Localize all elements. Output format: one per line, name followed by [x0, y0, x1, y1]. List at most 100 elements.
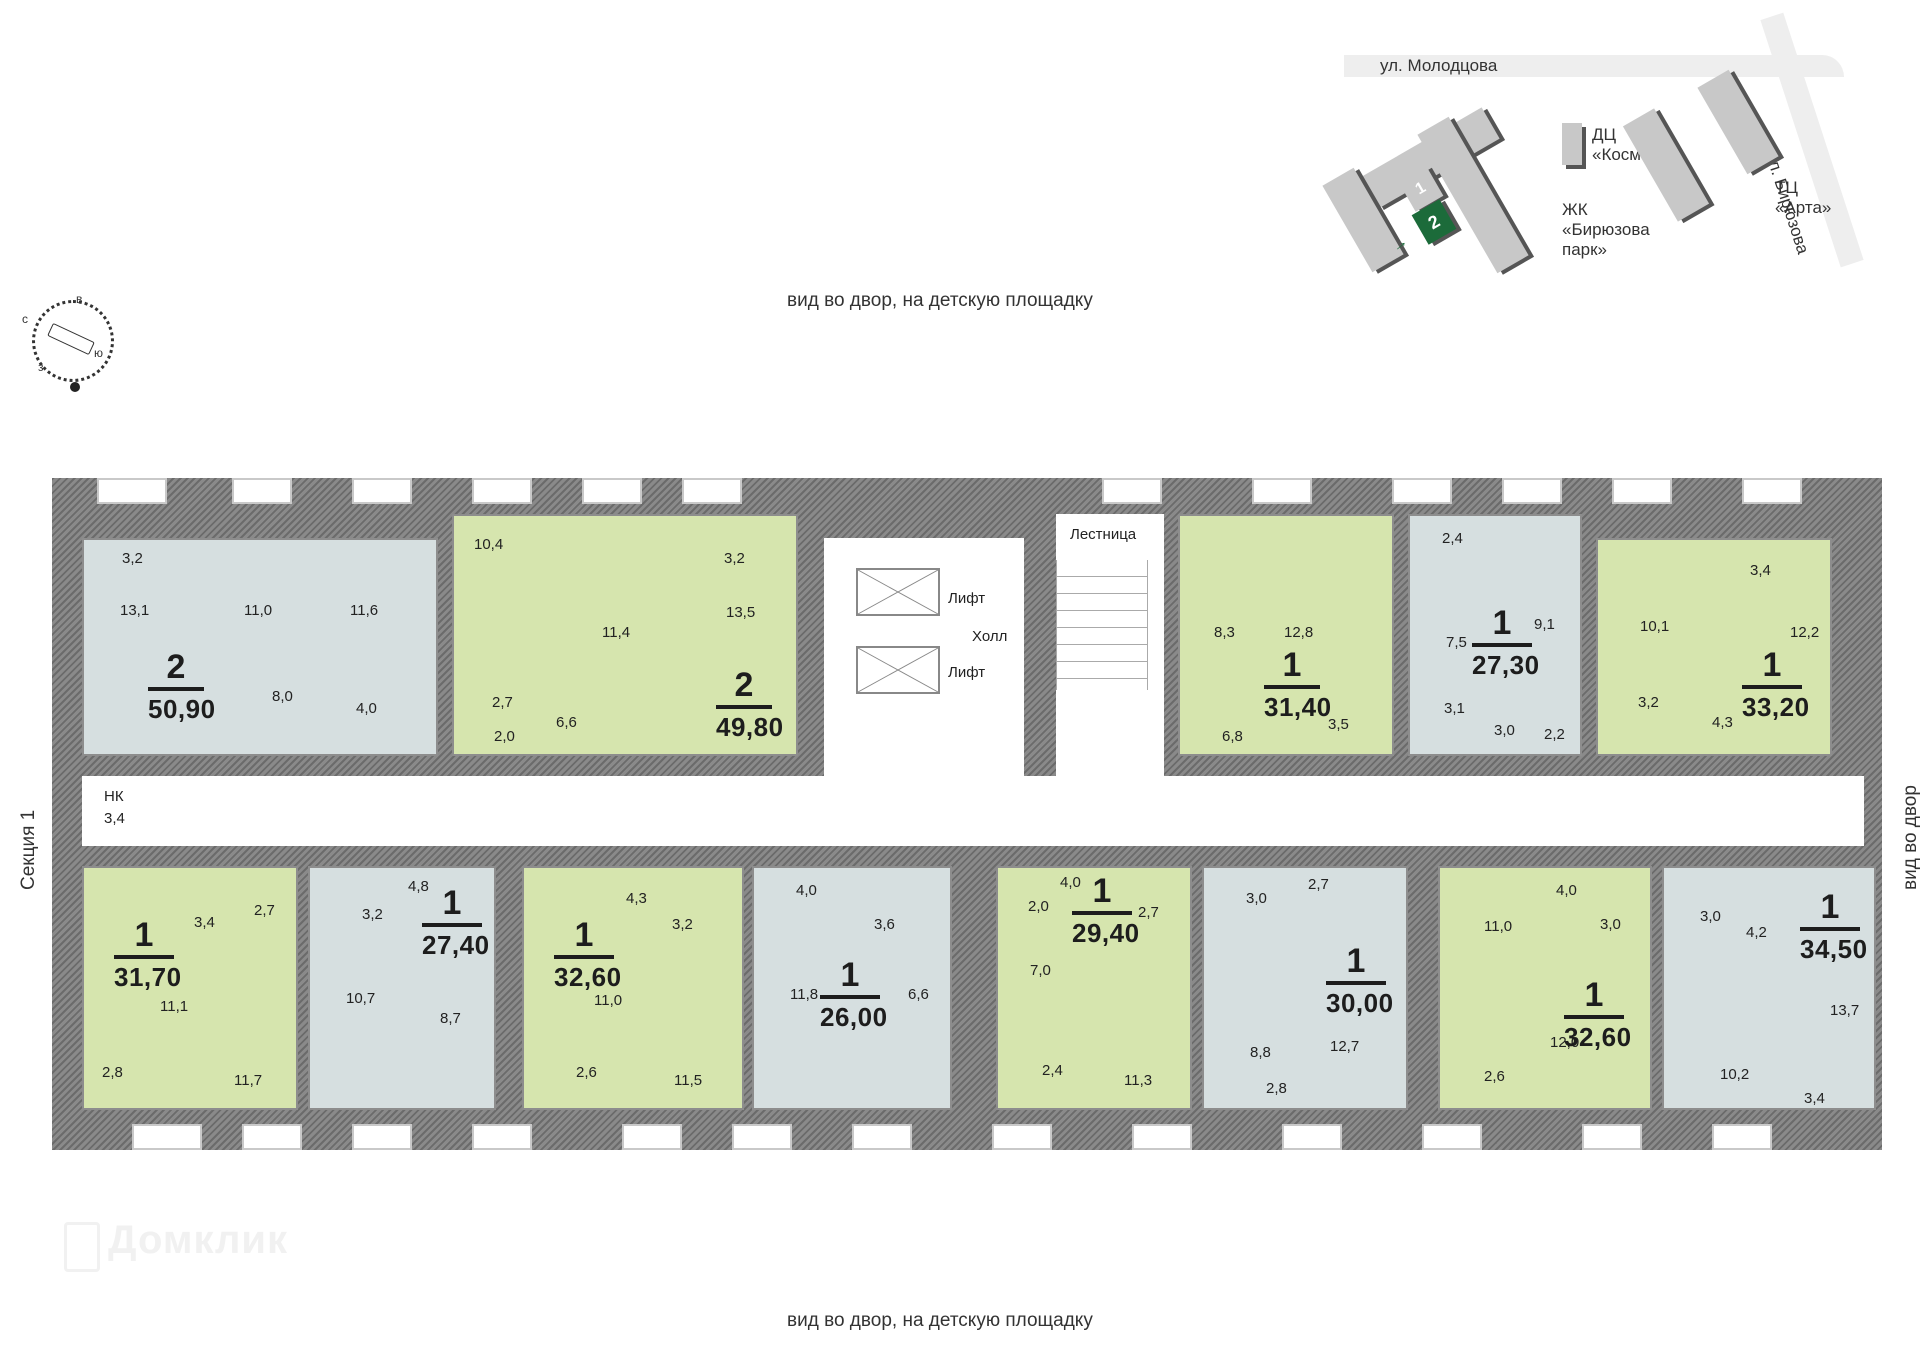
room-area: 10,4 [474, 536, 504, 553]
lift-hall: Лифт Лифт Холл [824, 538, 1024, 776]
badge-divider [1472, 643, 1532, 647]
room-area: 8,8 [1250, 1044, 1271, 1061]
window [682, 478, 742, 504]
room-area: 6,6 [908, 986, 929, 1003]
window [1392, 478, 1452, 504]
total-area: 34,50 [1800, 934, 1868, 964]
room-area: 7,5 [1446, 634, 1467, 651]
sun-icon [70, 382, 80, 392]
room-area: 2,0 [494, 728, 515, 745]
apartment-1room-30-00[interactable]: 3,0 2,7 8,8 12,7 2,8 1 30,00 [1202, 866, 1408, 1110]
room-area: 13,5 [726, 604, 756, 621]
apartment-badge: 1 31,70 [114, 918, 181, 991]
window [1502, 478, 1562, 504]
total-area: 29,40 [1072, 918, 1140, 948]
room-area: 2,7 [1138, 904, 1159, 921]
apartment-1room-26-00[interactable]: 4,0 3,6 11,8 6,6 1 26,00 [752, 866, 952, 1110]
room-area: 2,8 [102, 1064, 123, 1081]
total-area: 31,40 [1264, 692, 1332, 722]
room-area: 3,2 [362, 906, 383, 923]
room-area: 3,2 [724, 550, 745, 567]
window [582, 478, 642, 504]
compass-north: с [22, 312, 28, 326]
room-area: 3,1 [1444, 700, 1465, 717]
apartment-1room-32-60[interactable]: 4,3 3,2 11,0 2,6 11,5 1 32,60 [522, 866, 744, 1110]
badge-divider [820, 995, 880, 999]
room-count: 2 [166, 648, 186, 686]
room-count: 2 [734, 666, 754, 704]
total-area: 30,00 [1326, 988, 1394, 1018]
window [1422, 1124, 1482, 1150]
section-label: Секция 1 [18, 809, 39, 890]
total-area: 27,30 [1472, 650, 1540, 680]
room-area: 3,0 [1600, 916, 1621, 933]
room-area: 4,8 [408, 878, 429, 895]
room-area: 7,0 [1030, 962, 1051, 979]
room-area: 12,2 [1790, 624, 1820, 641]
total-area: 26,00 [820, 1002, 888, 1032]
apartment-badge: 1 29,40 [1072, 874, 1140, 948]
badge-divider [1742, 685, 1802, 689]
room-area: 8,3 [1214, 624, 1235, 641]
apartment-1room-31-40[interactable]: 8,3 12,8 6,8 3,5 1 31,40 [1178, 514, 1394, 756]
room-area: 6,8 [1222, 728, 1243, 745]
apartment-2room-49-80[interactable]: 10,4 11,4 3,2 13,5 2,7 6,6 2,0 2 49,80 [452, 514, 798, 756]
room-count: 1 [1820, 888, 1840, 926]
apartment-1room-27-30[interactable]: 2,4 7,5 9,1 3,1 3,0 2,2 1 27,30 [1408, 514, 1582, 756]
room-area: 2,6 [576, 1064, 597, 1081]
apartment-1room-33-20[interactable]: 10,1 3,4 12,2 3,2 4,3 1 33,20 [1596, 538, 1832, 756]
lift-2-label: Лифт [948, 664, 986, 681]
room-area: 4,0 [1060, 874, 1081, 891]
window [1742, 478, 1802, 504]
window [1712, 1124, 1772, 1150]
room-area: 3,0 [1494, 722, 1515, 739]
window [1282, 1124, 1342, 1150]
room-area: 4,3 [1712, 714, 1733, 731]
window [1582, 1124, 1642, 1150]
apartment-2room-50-90[interactable]: 3,2 13,1 11,0 11,6 8,0 4,0 2 50,90 [82, 538, 438, 756]
stairwell: Лестница [1056, 514, 1164, 776]
room-area: 3,6 [874, 916, 895, 933]
room-area: 2,7 [254, 902, 275, 919]
hall-label: Холл [972, 628, 1008, 645]
room-count: 1 [574, 916, 594, 954]
apartment-badge: 1 33,20 [1742, 648, 1809, 721]
window [132, 1124, 202, 1150]
room-area: 11,7 [234, 1072, 263, 1089]
room-area: 2,8 [1266, 1080, 1287, 1097]
room-area: 2,4 [1442, 530, 1463, 547]
room-area: 4,3 [626, 890, 647, 907]
room-area: 10,2 [1720, 1066, 1750, 1083]
room-area: 11,0 [594, 992, 623, 1009]
room-area: 10,7 [346, 990, 376, 1007]
stairs-label: Лестница [1070, 526, 1137, 543]
badge-divider [1800, 927, 1860, 931]
badge-divider [1326, 981, 1386, 985]
room-area: 2,6 [1484, 1068, 1505, 1085]
room-area: 9,1 [1534, 616, 1555, 633]
lift-2 [856, 646, 940, 694]
room-area: 4,0 [1556, 882, 1577, 899]
window [622, 1124, 682, 1150]
room-area: 4,0 [796, 882, 817, 899]
apartment-badge: 1 26,00 [820, 958, 888, 1032]
window [352, 478, 412, 504]
apartment-badge: 2 50,90 [148, 648, 215, 723]
apartment-1room-32-60-east[interactable]: 4,0 11,0 3,0 12,0 2,6 1 32,60 [1438, 866, 1652, 1110]
badge-divider [1072, 911, 1132, 915]
room-area: 3,4 [194, 914, 215, 931]
window [352, 1124, 412, 1150]
compass-west: з [38, 360, 44, 374]
apartment-1room-31-70[interactable]: 3,4 2,7 11,1 2,8 11,7 1 31,70 [82, 866, 298, 1110]
room-count: 1 [442, 884, 462, 922]
apartment-1room-34-50[interactable]: 3,0 4,2 13,7 10,2 3,4 1 34,50 [1662, 866, 1876, 1110]
landmark-zhk-biryuzova-park: ЖК «Бирюзова парк» [1562, 200, 1650, 259]
lift-1 [856, 568, 940, 616]
window [232, 478, 292, 504]
badge-divider [148, 687, 204, 691]
floor-plan: 3,2 13,1 11,0 11,6 8,0 4,0 2 50,90 10,4 … [52, 478, 1882, 1150]
room-area: 11,3 [1124, 1072, 1153, 1089]
apartment-1room-29-40[interactable]: 4,0 2,0 2,7 7,0 2,4 11,3 1 29,40 [996, 866, 1192, 1110]
apartment-1room-27-40[interactable]: 4,8 3,2 10,7 8,7 1 27,40 [308, 866, 496, 1110]
room-area: 4,2 [1746, 924, 1767, 941]
